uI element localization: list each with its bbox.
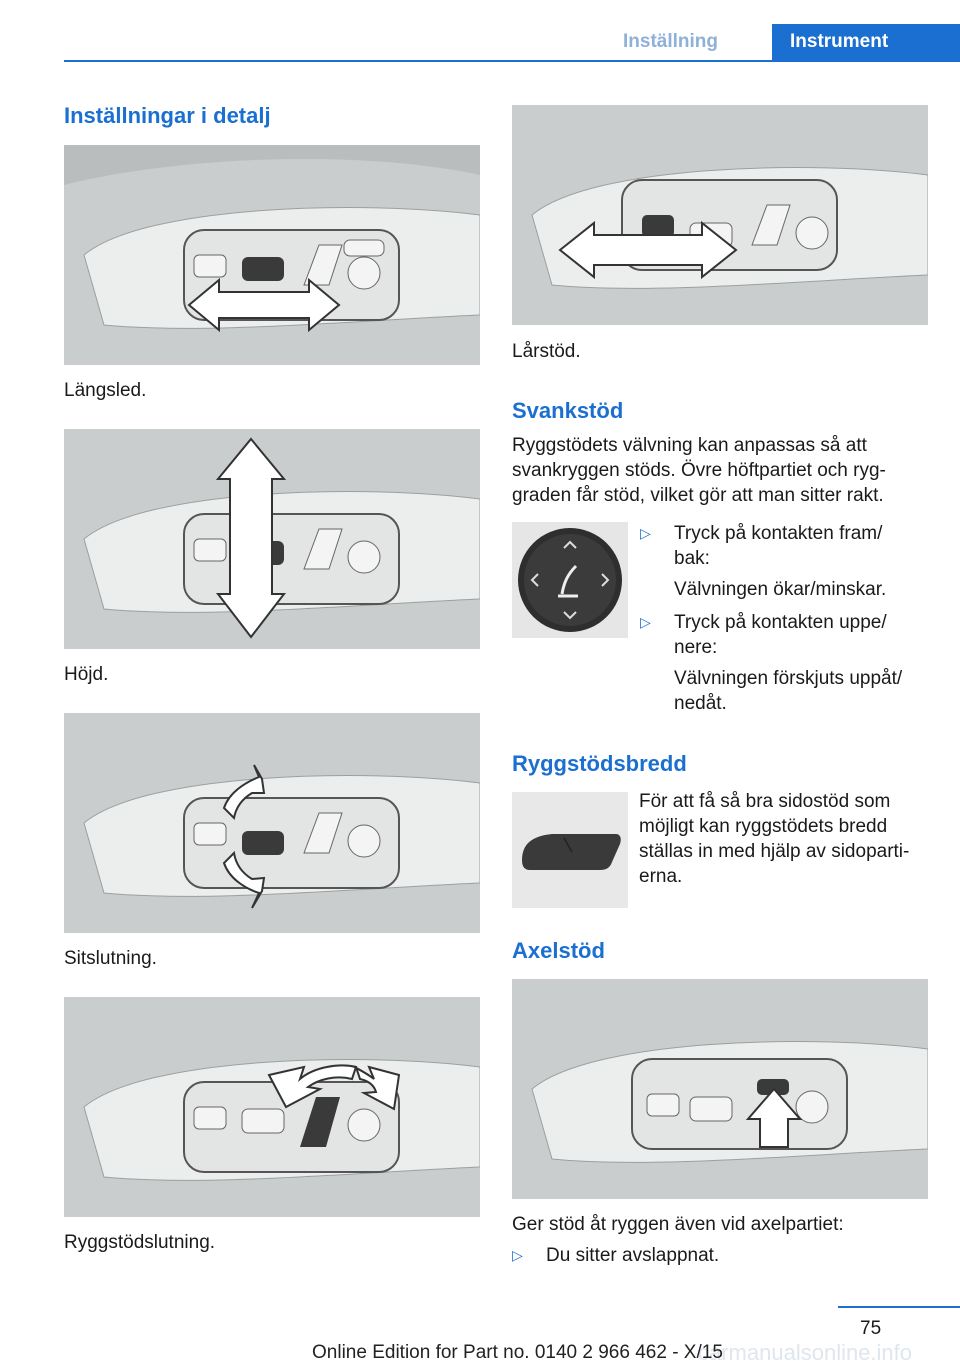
page-number: 75 (860, 1318, 882, 1339)
bredd-body-3: ställas in med hjälp av sidoparti‐ (639, 841, 910, 862)
section-title: Inställningar i detalj (64, 103, 271, 128)
bredd-body-1: För att få så bra sidostöd som (639, 791, 891, 812)
svank-item-1-line-2: bak: (674, 548, 710, 569)
heading-ryggstodsbredd: Ryggstödsbredd (512, 751, 687, 776)
svank-body-2: svankryggen stöds. Övre höftpartiet och … (512, 460, 886, 481)
seat-height-image (64, 429, 480, 649)
lumbar-switch-image (512, 522, 628, 638)
caption-ryggstodslutning: Ryggstödslutning. (64, 1232, 216, 1253)
triangle-right-icon: ▷ (640, 525, 651, 541)
caption-hojd: Höjd. (64, 664, 109, 685)
svank-body-1: Ryggstödets välvning kan anpassas så att (512, 435, 867, 456)
svank-item-2-line-1: Tryck på kontakten uppe/ (674, 612, 887, 633)
triangle-right-icon: ▷ (512, 1247, 523, 1263)
seat-longitudinal-image (64, 145, 480, 365)
footer-edition: Online Edition for Part no. 0140 2 966 4… (312, 1342, 723, 1363)
caption-larstod: Lårstöd. (512, 341, 581, 362)
heading-svankstod: Svankstöd (512, 398, 624, 423)
backrest-tilt-image (64, 997, 480, 1217)
footer-rule (838, 1306, 960, 1308)
seat-tilt-image (64, 713, 480, 933)
tab-instrument[interactable]: Instrument (772, 24, 960, 60)
svank-item-2-sub-1: Välvningen förskjuts uppåt/ (674, 668, 903, 689)
shoulder-support-image (512, 979, 928, 1199)
svank-item-2-sub-2: nedåt. (674, 693, 727, 714)
svank-item-1-sub: Välvningen ökar/minskar. (674, 579, 887, 600)
watermark: carmanualsonline.info (698, 1340, 913, 1365)
bredd-body-2: möjligt kan ryggstödets bredd (639, 816, 888, 837)
bredd-body-4: erna. (639, 866, 683, 887)
svank-item-2-line-2: nere: (674, 637, 718, 658)
thigh-support-image (512, 105, 928, 325)
header-rule (64, 60, 960, 62)
axel-item: Du sitter avslappnat. (546, 1245, 720, 1266)
triangle-right-icon: ▷ (640, 614, 651, 630)
axel-body: Ger stöd åt ryggen även vid axelpartiet: (512, 1214, 844, 1235)
svank-body-3: graden får stöd, vilket gör att man sitt… (512, 485, 884, 506)
heading-axelstod: Axelstöd (512, 938, 605, 963)
side-bolster-switch-image (512, 792, 628, 908)
svank-item-1-line-1: Tryck på kontakten fram/ (674, 523, 883, 544)
page-header: Inställning Instrument (64, 0, 960, 62)
caption-langsled: Längsled. (64, 380, 147, 401)
caption-sitslutning: Sitslutning. (64, 948, 157, 969)
tab-installning[interactable]: Inställning (623, 31, 718, 52)
